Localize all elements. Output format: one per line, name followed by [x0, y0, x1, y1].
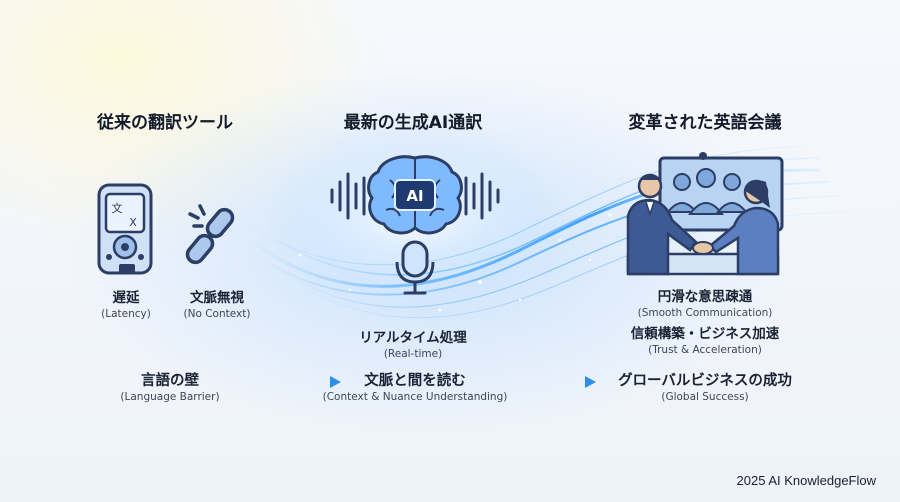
footer-copyright: 2025 AI KnowledgeFlow	[736, 473, 876, 488]
label-smooth-communication: 円滑な意思疎通 (Smooth Communication)	[600, 288, 810, 320]
flow-step-2-jp: 文脈と間を読む	[364, 373, 466, 389]
label-realtime-en: (Real-time)	[383, 348, 443, 360]
flow-step-global-success: グローバルビジネスの成功 (Global Success)	[590, 372, 820, 404]
label-realtime-jp: リアルタイム処理	[359, 330, 467, 346]
label-no-context: 文脈無視 (No Context)	[172, 289, 262, 321]
title-traditional-tools: 従来の翻訳ツール	[97, 113, 233, 133]
flow-step-3-jp: グローバルビジネスの成功	[618, 373, 792, 389]
label-no-context-en: (No Context)	[183, 308, 251, 320]
meeting-scene-icon	[626, 152, 784, 276]
sound-wave-right-icon	[464, 172, 500, 220]
flow-step-2-en: (Context & Nuance Understanding)	[322, 391, 508, 403]
device-glyph-kanji: 文	[112, 201, 123, 215]
translator-device-icon: 文 X	[97, 183, 153, 275]
ai-brain-mic-icon: AI	[330, 155, 500, 295]
label-latency: 遅延 (Latency)	[95, 289, 157, 321]
label-trust-acceleration: 信頼構築・ビジネス加速 (Trust & Acceleration)	[600, 325, 810, 357]
flow-step-language-barrier: 言語の壁 (Language Barrier)	[100, 372, 240, 404]
flow-step-1-en: (Language Barrier)	[120, 391, 220, 403]
businessman-icon	[626, 173, 698, 276]
label-trust-acceleration-jp: 信頼構築・ビジネス加速	[630, 326, 780, 342]
brain-icon: AI	[367, 155, 463, 235]
title-transformed-meeting: 変革された英語会議	[628, 113, 782, 133]
flow-step-context-nuance: 文脈と間を読む (Context & Nuance Understanding)	[310, 372, 520, 404]
title-generative-ai: 最新の生成AI通訳	[343, 113, 483, 133]
microphone-icon	[395, 240, 435, 295]
device-glyph-x: X	[129, 216, 137, 229]
businesswoman-icon	[708, 179, 780, 276]
label-latency-en: (Latency)	[101, 308, 151, 320]
label-smooth-communication-jp: 円滑な意思疎通	[657, 289, 753, 305]
remote-participants-icon	[665, 168, 749, 215]
broken-chain-icon	[185, 204, 235, 265]
flow-step-1-jp: 言語の壁	[141, 373, 199, 389]
flow-step-3-en: (Global Success)	[661, 391, 749, 403]
arrow-context-to-success-icon	[492, 376, 596, 388]
ai-chip-label: AI	[406, 187, 423, 205]
label-latency-jp: 遅延	[112, 290, 140, 306]
arrow-barrier-to-context-icon	[222, 376, 341, 388]
label-trust-acceleration-en: (Trust & Acceleration)	[648, 344, 762, 356]
label-smooth-communication-en: (Smooth Communication)	[637, 307, 773, 319]
handshake-icon	[692, 241, 714, 255]
label-no-context-jp: 文脈無視	[190, 290, 244, 306]
sound-wave-left-icon	[330, 172, 366, 220]
label-realtime: リアルタイム処理 (Real-time)	[318, 329, 508, 361]
